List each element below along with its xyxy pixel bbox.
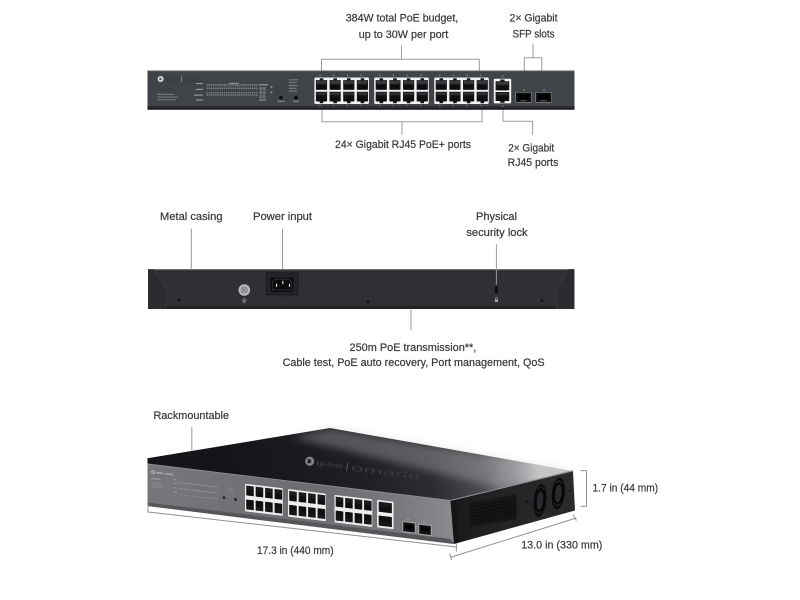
svg-text:100-240V~ 50/60Hz 5.5A: 100-240V~ 50/60Hz 5.5A [263,301,303,305]
svg-text:RJ45 ports: RJ45 ports [508,157,559,169]
svg-text:Metal casing: Metal casing [160,211,223,223]
svg-text:250m PoE transmission**,: 250m PoE transmission**, [350,342,477,354]
svg-text:Rackmountable: Rackmountable [154,410,230,422]
svg-text:384W total PoE budget,: 384W total PoE budget, [346,13,459,25]
svg-text:up to 30W per port: up to 30W per port [359,29,449,41]
svg-text:SFP slots: SFP slots [513,29,555,41]
svg-text:Cable test, PoE auto recovery,: Cable test, PoE auto recovery, Port mana… [283,357,545,369]
svg-text:tp-link: tp-link [165,77,180,83]
svg-text:tp-link: tp-link [316,460,344,470]
svg-text:1.7 in (44 mm): 1.7 in (44 mm) [593,483,659,495]
svg-text:17.3 in (440 mm): 17.3 in (440 mm) [257,545,334,557]
svg-text:Physical: Physical [476,211,517,223]
svg-text:Power input: Power input [253,211,312,223]
svg-text:2× Gigabit: 2× Gigabit [508,142,554,154]
svg-text:security lock: security lock [466,227,528,239]
svg-text:TL-SG2428P: TL-SG2428P [157,87,173,91]
svg-text:Speed: Speed [274,85,283,89]
svg-text:omada: omada [184,77,200,84]
svg-text:PoE: PoE [274,91,280,95]
svg-text:13.0 in (330 mm): 13.0 in (330 mm) [521,540,602,552]
svg-text:2× Gigabit: 2× Gigabit [510,13,558,25]
svg-text:24× Gigabit RJ45 PoE+ ports: 24× Gigabit RJ45 PoE+ ports [335,139,471,151]
